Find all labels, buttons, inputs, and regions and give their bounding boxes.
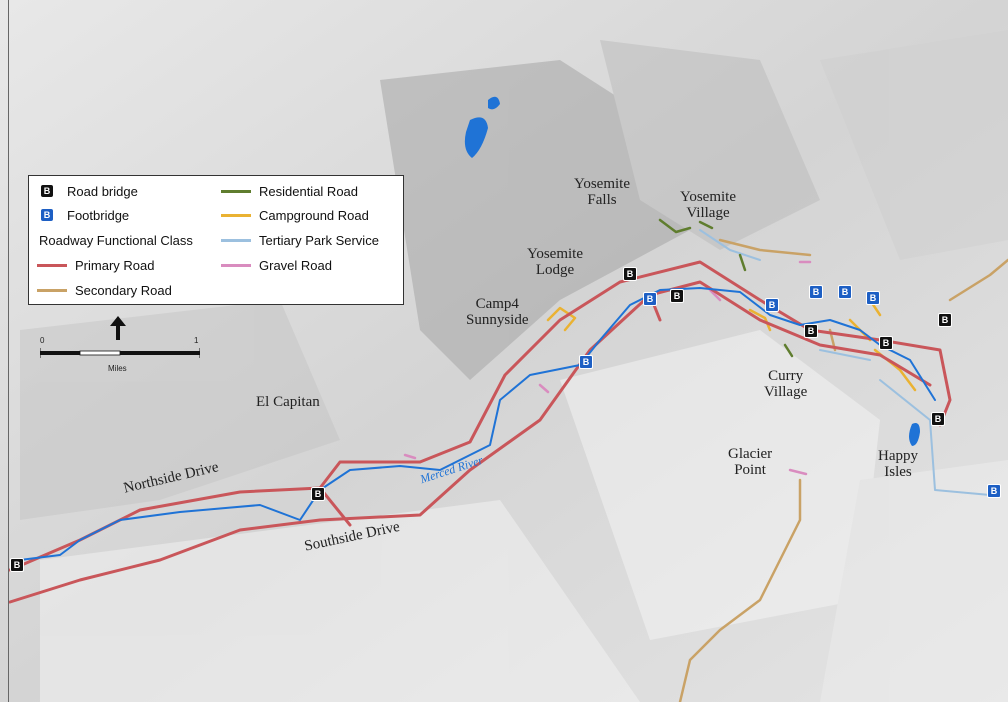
tertiary-roads [699, 229, 991, 496]
gravel-roads [403, 260, 812, 476]
place-yosemite-falls: Yosemite Falls [574, 176, 630, 208]
campground-road-swatch [221, 213, 251, 217]
place-happy-isles: Happy Isles [878, 448, 918, 480]
place-el-capitan: El Capitan [256, 394, 320, 410]
road-bridge-marker[interactable]: B [311, 487, 325, 501]
hillshade [20, 30, 1008, 702]
road-bridge-marker[interactable]: B [804, 324, 818, 338]
road-bridge-marker[interactable]: B [879, 336, 893, 350]
legend-residential-road: Residential Road [221, 182, 358, 200]
residential-roads [658, 218, 794, 358]
legend-tertiary-park-service: Tertiary Park Service [221, 231, 379, 249]
legend-road-bridge: B Road bridge [41, 182, 138, 200]
footbridge-marker[interactable]: B [643, 292, 657, 306]
road-bridge-marker[interactable]: B [10, 558, 24, 572]
map-legend: B Road bridge B Footbridge Roadway Funct… [28, 175, 404, 305]
footbridge-marker[interactable]: B [987, 484, 1001, 498]
lake [488, 96, 500, 110]
road-bridge-marker[interactable]: B [670, 289, 684, 303]
place-yosemite-village: Yosemite Village [680, 189, 736, 221]
footbridge-icon: B [41, 209, 53, 221]
merced-river [19, 287, 936, 561]
primary-road-southside [8, 280, 932, 604]
place-curry-village: Curry Village [764, 368, 808, 400]
secondary-roads [678, 238, 1008, 702]
place-glacier-point: Glacier Point [728, 446, 773, 478]
scale-max: 1 [194, 336, 199, 345]
scale-bar: 0 1 Miles [38, 330, 208, 380]
gravel-road-swatch [221, 263, 251, 267]
scale-min: 0 [40, 336, 45, 345]
scale-bar-graphic [40, 348, 200, 358]
legend-secondary-road: Secondary Road [37, 281, 172, 299]
place-camp4-sunnyside: Camp4 Sunnyside [466, 296, 529, 328]
road-bridge-marker[interactable]: B [623, 267, 637, 281]
footbridge-marker[interactable]: B [765, 298, 779, 312]
north-arrow-icon [110, 316, 126, 340]
legend-campground-road: Campground Road [221, 206, 369, 224]
lake [909, 423, 920, 446]
legend-label: Footbridge [67, 207, 130, 223]
footbridge-marker[interactable]: B [579, 355, 593, 369]
place-yosemite-lodge: Yosemite Lodge [527, 246, 583, 278]
footbridge-marker[interactable]: B [809, 285, 823, 299]
tertiary-road-swatch [221, 238, 251, 242]
footbridge-marker[interactable]: B [866, 291, 880, 305]
residential-road-swatch [221, 189, 251, 193]
legend-primary-road: Primary Road [37, 256, 154, 274]
legend-footbridge: B Footbridge [41, 206, 129, 224]
lake [464, 117, 488, 158]
primary-road-swatch [37, 263, 67, 267]
footbridge-marker[interactable]: B [838, 285, 852, 299]
legend-label: Road bridge [67, 183, 138, 199]
road-bridge-marker[interactable]: B [931, 412, 945, 426]
road-bridge-icon: B [41, 185, 53, 197]
road-bridge-marker[interactable]: B [938, 313, 952, 327]
legend-gravel-road: Gravel Road [221, 256, 332, 274]
legend-heading: Roadway Functional Class [39, 232, 193, 248]
secondary-road-swatch [37, 288, 67, 292]
scale-unit: Miles [108, 364, 127, 373]
